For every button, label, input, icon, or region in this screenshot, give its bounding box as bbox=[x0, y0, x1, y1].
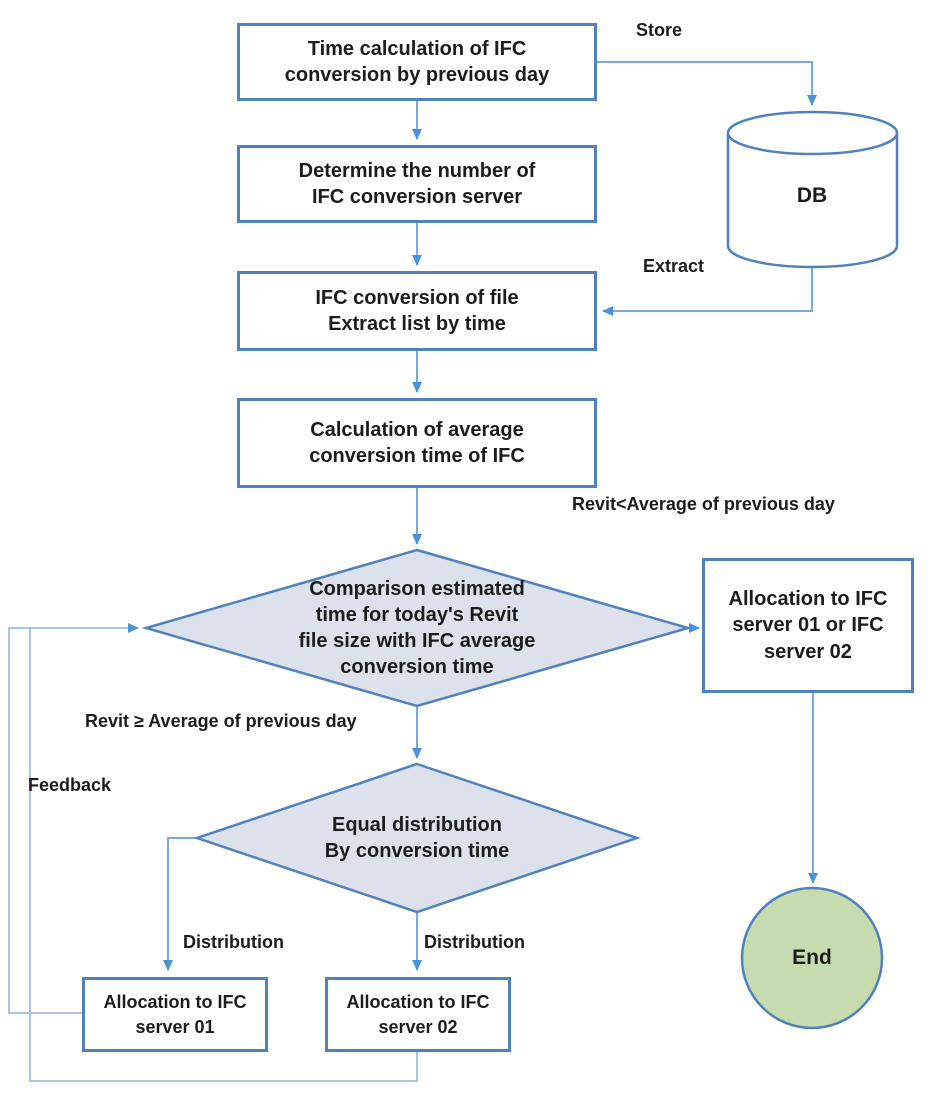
db-cylinder-body bbox=[726, 133, 899, 269]
node-calc-average: Calculation of average conversion time o… bbox=[237, 398, 597, 488]
edge-label-revit-greater-equal: Revit ≥ Average of previous day bbox=[85, 711, 357, 731]
feedback-line-server01 bbox=[8, 623, 139, 1014]
edge-label-distribution-left: Distribution bbox=[183, 932, 284, 952]
comparison-decision-diamond bbox=[141, 548, 693, 708]
arrow-distribution-to-server01 bbox=[163, 837, 197, 971]
db-cylinder-top bbox=[726, 110, 899, 156]
node-allocation-either: Allocation to IFC server 01 or IFC serve… bbox=[702, 558, 914, 693]
feedback-line-server02 bbox=[29, 629, 418, 1082]
equal-distribution-decision-diamond bbox=[193, 762, 641, 914]
edge-label-revit-less: Revit<Average of previous day bbox=[572, 494, 835, 514]
node-time-calculation: Time calculation of IFC conversion by pr… bbox=[237, 23, 597, 101]
arrow-store-to-db bbox=[597, 61, 817, 106]
node-determine-number: Determine the number of IFC conversion s… bbox=[237, 145, 597, 223]
end-circle bbox=[740, 886, 884, 1030]
edge-label-distribution-right: Distribution bbox=[424, 932, 525, 952]
node-allocation-server02: Allocation to IFC server 02 bbox=[325, 977, 511, 1052]
arrow-extract-to-conversion bbox=[602, 267, 813, 316]
node-ifc-conversion-file: IFC conversion of file Extract list by t… bbox=[237, 271, 597, 351]
edge-label-store: Store bbox=[636, 20, 683, 40]
edge-label-extract: Extract bbox=[643, 256, 705, 276]
edge-label-feedback: Feedback bbox=[28, 775, 112, 795]
node-allocation-server01: Allocation to IFC server 01 bbox=[82, 977, 268, 1052]
